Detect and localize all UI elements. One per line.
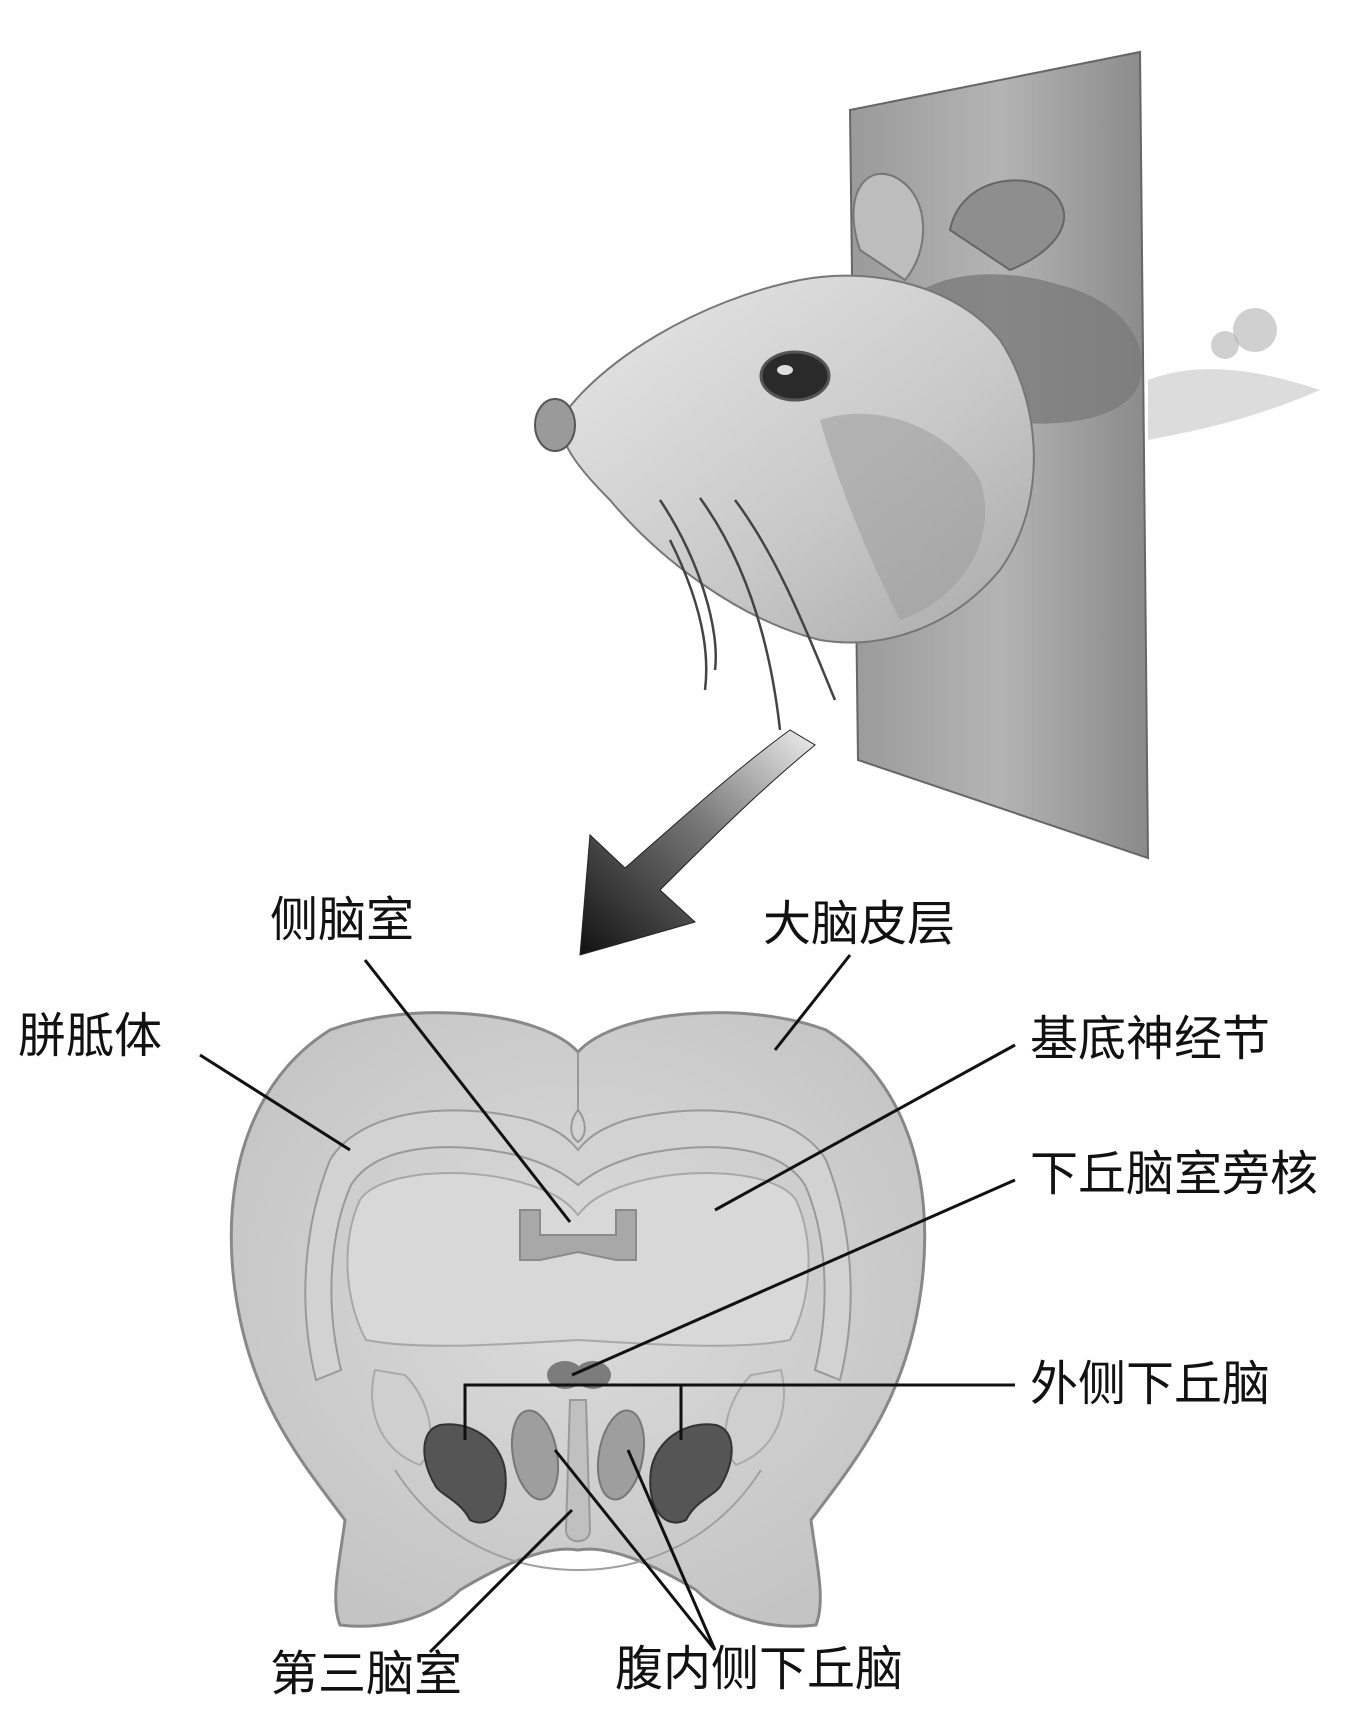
rat-nose	[534, 398, 576, 452]
midline-fissure	[570, 1052, 586, 1144]
lateral-ventricle-shape	[519, 1209, 637, 1261]
label-ventromedial-hypothalamus: 腹内侧下丘脑	[615, 1641, 904, 1697]
leader-lines	[199, 954, 1016, 1654]
rat-neck	[1148, 369, 1320, 440]
rat-ear-right	[948, 179, 1066, 272]
leader-basal-ganglia	[714, 1043, 1016, 1212]
rat-ear-left	[852, 173, 925, 282]
basal-ganglia-region	[346, 1172, 810, 1347]
leader-lateral-ventricle	[363, 959, 572, 1223]
rat-illustration	[534, 50, 1320, 860]
leader-third-ventricle	[428, 1508, 574, 1654]
third-ventricle-shape	[564, 1399, 592, 1543]
paraventricular-nucleus-shape	[547, 1361, 583, 1389]
leader-corpus-callosum	[199, 1053, 351, 1152]
corpus-callosum	[304, 1109, 852, 1382]
label-cerebral-cortex: 大脑皮层	[763, 896, 956, 952]
label-lateral-ventricle: 侧脑室	[270, 892, 415, 948]
label-third-ventricle: 第三脑室	[270, 1646, 463, 1702]
rat-eye	[759, 350, 831, 402]
leader-vmh-right	[626, 1449, 717, 1651]
rat-cheek-shade	[820, 413, 986, 620]
coronal-brain-section	[229, 1011, 927, 1628]
label-lateral-hypothalamus: 外侧下丘脑	[1030, 1356, 1271, 1412]
internal-capsule-left	[371, 1368, 432, 1467]
rat-whiskers	[658, 497, 837, 731]
lateral-hypothalamus-right	[649, 1423, 733, 1524]
internal-capsule-right	[724, 1368, 785, 1467]
hypothalamus-base	[394, 1469, 762, 1572]
leader-cerebral-cortex	[773, 954, 852, 1051]
lateral-hypothalamus-left	[423, 1423, 507, 1524]
leader-paraventricular	[571, 1178, 1016, 1377]
vmh-right	[596, 1409, 646, 1501]
leader-lateral-hypothalamus	[463, 1383, 1015, 1440]
label-corpus-callosum: 胼胝体	[18, 1008, 163, 1064]
section-arrow	[579, 729, 816, 956]
leader-vmh-left	[553, 1449, 717, 1651]
label-paraventricular-nucleus: 下丘脑室旁核	[1030, 1146, 1319, 1202]
label-basal-ganglia: 基底神经节	[1030, 1011, 1271, 1067]
